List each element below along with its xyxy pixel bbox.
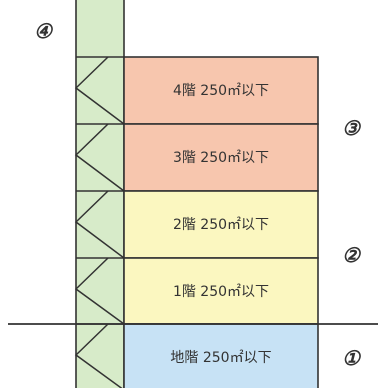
floor-4-label: 4階 250㎡以下 <box>173 83 269 99</box>
floor-3-label: 3階 250㎡以下 <box>173 150 269 166</box>
marker-3: ③ <box>342 116 362 140</box>
floor-2-label: 2階 250㎡以下 <box>173 217 269 233</box>
basement-floor-label: 地階 250㎡以下 <box>170 350 271 366</box>
marker-4: ④ <box>34 19 54 43</box>
marker-2: ② <box>342 243 362 267</box>
floor-3-box <box>123 123 319 192</box>
floor-2-box <box>123 190 319 259</box>
floor-1-box <box>123 257 319 325</box>
stair-shaft <box>75 0 125 388</box>
marker-1: ① <box>342 346 362 370</box>
floor-4-box <box>123 56 319 125</box>
basement-floor-box <box>123 323 319 388</box>
floor-1-label: 1階 250㎡以下 <box>173 284 269 300</box>
